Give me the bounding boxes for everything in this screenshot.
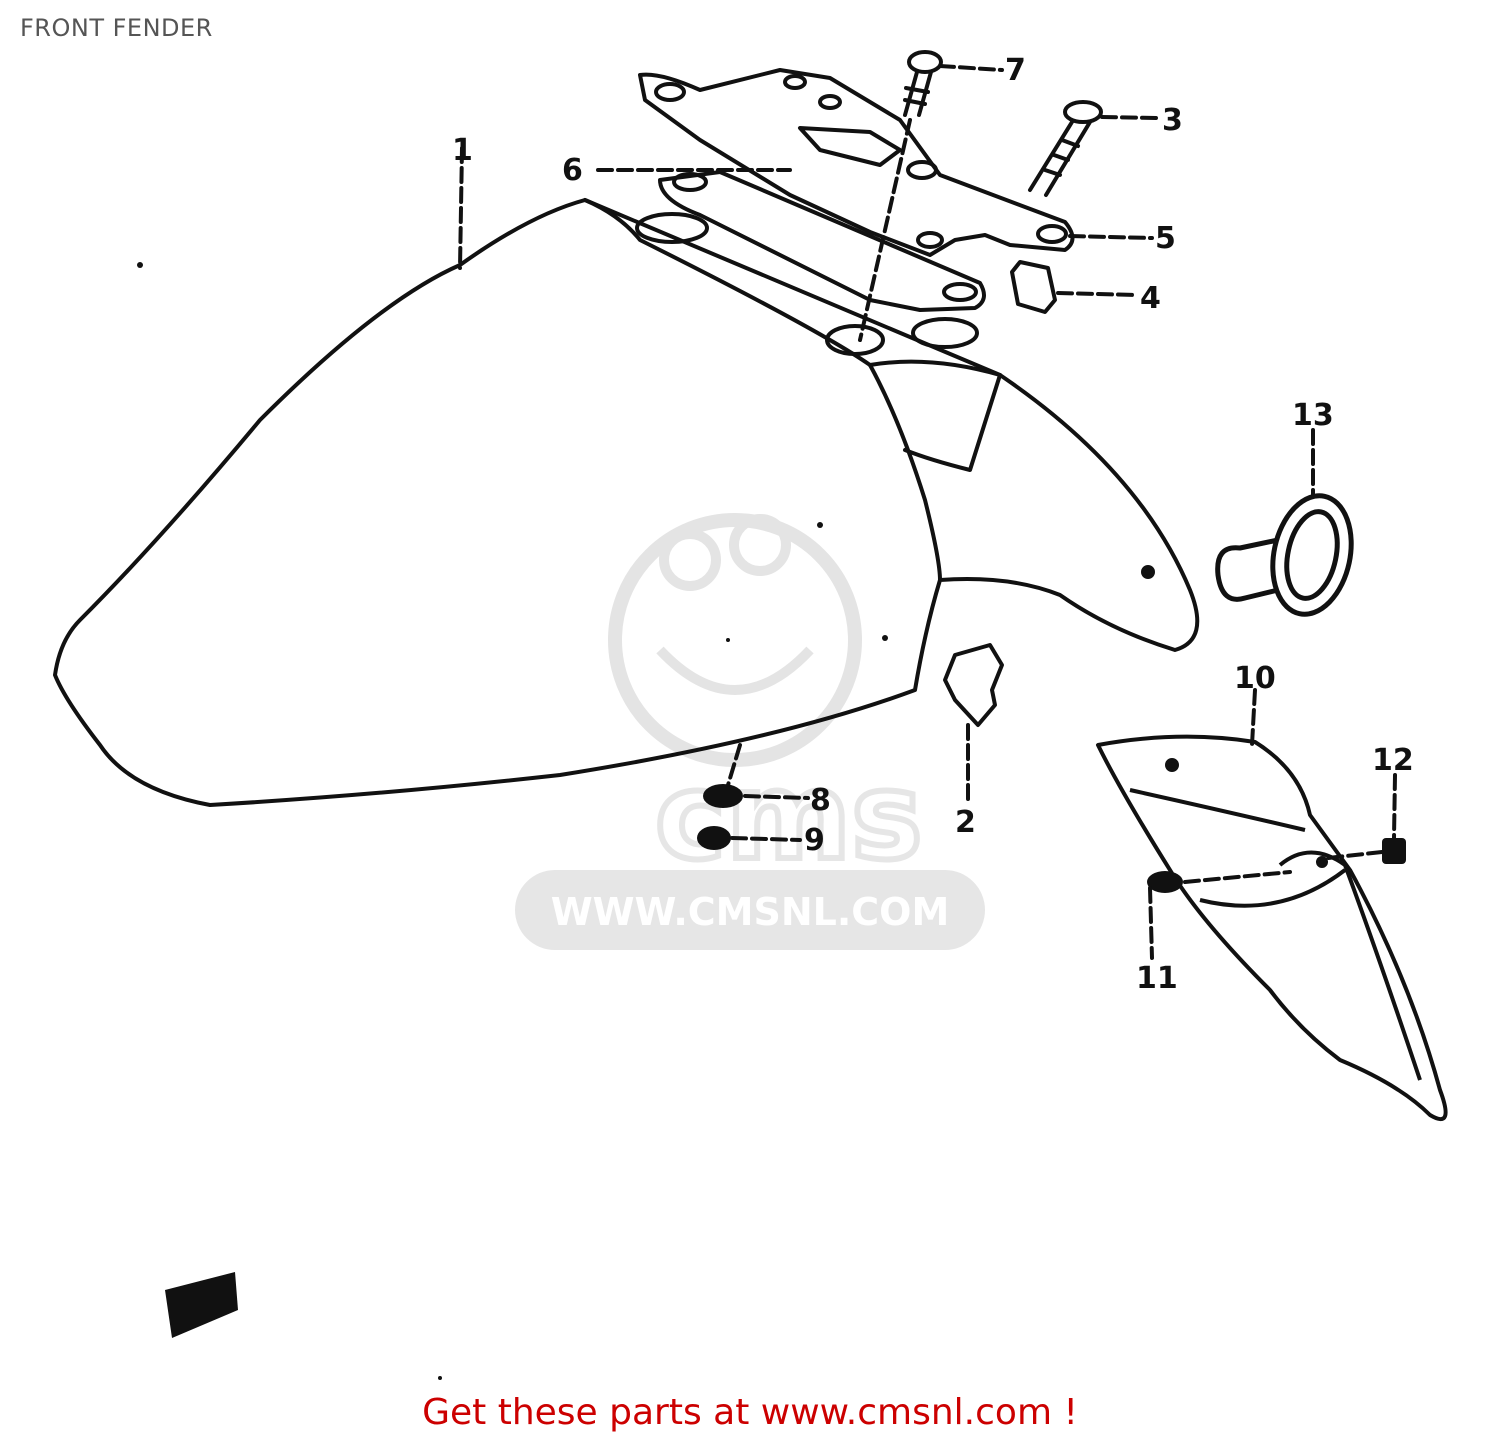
callout-9: 9 [804,823,825,858]
part-5-upper-stay [638,68,1075,257]
watermark-brand: cms [655,748,923,887]
leader-7 [938,64,1004,72]
part-4-nut [1010,260,1057,314]
part-12-nut [1382,838,1406,864]
callout-3: 3 [1162,103,1183,138]
callout-labels: 1 2 3 4 5 6 7 8 9 10 11 12 13 [452,53,1414,996]
leader-1 [458,146,464,270]
watermark-url: WWW.CMSNL.COM [551,890,950,934]
page-title: FRONT FENDER [20,14,213,42]
part-8-nut [703,784,743,808]
leader-12 [1326,773,1397,860]
callout-11: 11 [1136,961,1178,996]
leader-9 [730,836,802,842]
callout-7: 7 [1005,53,1026,88]
get-parts-link[interactable]: Get these parts at www.cmsnl.com ! [422,1392,1078,1433]
watermark-mascot-face [656,646,814,695]
leader-4 [1056,291,1137,297]
callout-8: 8 [810,783,831,818]
part-6-lower-bracket [658,170,986,312]
watermark-banner [515,870,985,950]
part-1-front-fender [53,198,1200,807]
part-10-rear-fender [1096,734,1448,1122]
leader-7-down [858,118,912,342]
callout-5: 5 [1155,221,1176,256]
frame-marker [165,1272,238,1338]
leader-8 [726,743,810,800]
callout-10: 10 [1234,661,1276,696]
callout-2: 2 [955,805,976,840]
part-7-screw [903,50,943,117]
callout-12: 12 [1372,743,1414,778]
leader-3 [1100,115,1160,120]
leader-5 [1068,234,1154,240]
part-13-reflector [1215,493,1354,617]
callout-1: 1 [452,133,473,168]
watermark-goggle-left [659,529,721,591]
callout-4: 4 [1140,281,1161,316]
cms-watermark: cms WWW.CMSNL.COM [515,513,985,950]
part-3-screw [1028,100,1103,197]
part-2-clip [943,643,1004,727]
part-11-screw [1147,871,1183,893]
leader-10 [1250,688,1257,747]
part-9-washer [697,826,731,850]
leader-lines [458,64,1397,960]
callout-13: 13 [1292,398,1334,433]
leader-11 [1148,870,1292,960]
callout-6: 6 [562,153,583,188]
scan-marks [137,262,888,1380]
watermark-goggle-right [729,514,791,576]
